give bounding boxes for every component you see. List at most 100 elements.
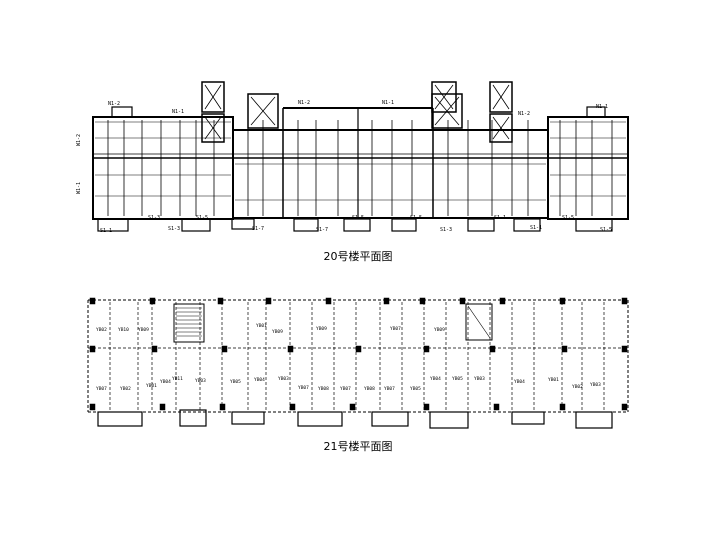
wall-label: W1-1 [76, 182, 82, 194]
room-label: YB09 [434, 327, 445, 333]
room-label: YB07 [390, 326, 401, 332]
stair-outline [173, 303, 205, 343]
plan-caption-building-21: 21号楼平面图 [323, 440, 393, 453]
window-label: S1-1 [100, 228, 112, 234]
room-label: YB05 [230, 379, 241, 385]
column [621, 297, 628, 305]
balcony-outline [391, 218, 417, 232]
room-label: YB02 [120, 386, 131, 392]
column [219, 403, 226, 411]
room-label: YB11 [172, 376, 183, 382]
plan-caption-building-20: 20号楼平面图 [323, 250, 393, 263]
room-label: YB03 [590, 382, 601, 388]
room-label: YB01 [548, 377, 559, 383]
elevator-core [201, 113, 225, 143]
balcony-outline [467, 218, 495, 232]
column [423, 345, 430, 353]
elevator-cross [434, 84, 454, 110]
window-label: S1-3 [148, 215, 160, 221]
room-label: YB04 [430, 376, 441, 382]
room-label: YB03 [195, 378, 206, 384]
room-label: YB01 [256, 323, 267, 329]
room-label: YB04 [160, 379, 171, 385]
column [423, 403, 430, 411]
room-label: YB09 [138, 327, 149, 333]
elevator-core [431, 93, 463, 129]
window-label: N1-2 [518, 111, 530, 117]
column [289, 403, 296, 411]
room-label: YB02 [96, 327, 107, 333]
balcony-outline [179, 409, 207, 427]
balcony-outline [575, 218, 613, 232]
balcony-outline [231, 218, 255, 230]
window-label: S1-5 [410, 215, 422, 221]
elevator-core [489, 81, 513, 113]
room-label: YB08 [364, 386, 375, 392]
window-label: N1-2 [298, 100, 310, 106]
elevator-cross [204, 84, 222, 110]
column [383, 297, 390, 305]
balcony-outline [181, 218, 211, 232]
room-label: YB05 [410, 386, 421, 392]
column [355, 345, 362, 353]
room-label: YB03 [474, 376, 485, 382]
window-label: S1-1 [530, 225, 542, 231]
elevator-core [247, 93, 279, 129]
window-label: S1-7 [252, 226, 264, 232]
room-label: YB01 [146, 383, 157, 389]
column [621, 403, 628, 411]
wall-label: W1-2 [76, 134, 82, 146]
window-label: S1-5 [562, 215, 574, 221]
column [493, 403, 500, 411]
column [559, 297, 566, 305]
room-label: YB04 [514, 379, 525, 385]
column [325, 297, 332, 305]
stair-outline [465, 303, 493, 341]
balcony-outline [297, 411, 343, 427]
column [419, 297, 426, 305]
room-label: YB07 [384, 386, 395, 392]
column [89, 403, 96, 411]
room-label: YB03 [278, 376, 289, 382]
elevator-cross [250, 96, 276, 126]
balcony-outline [111, 106, 133, 118]
column [499, 297, 506, 305]
column [287, 345, 294, 353]
column [561, 345, 568, 353]
room-label: YB09 [316, 326, 327, 332]
column [265, 297, 272, 305]
balcony-outline [429, 411, 469, 429]
window-label: S1-3 [168, 226, 180, 232]
room-label: YB09 [272, 329, 283, 335]
room-label: YB07 [298, 385, 309, 391]
balcony-outline [511, 411, 545, 425]
column [349, 403, 356, 411]
room-label: YB05 [452, 376, 463, 382]
room-label: YB04 [254, 377, 265, 383]
column [459, 297, 466, 305]
window-label: N1-1 [382, 100, 394, 106]
room-label: YB07 [340, 386, 351, 392]
room-label: YB10 [118, 327, 129, 333]
balcony-outline [231, 411, 265, 425]
column [159, 403, 166, 411]
column [221, 345, 228, 353]
window-label: N1-2 [108, 101, 120, 107]
room-label: YB02 [572, 384, 583, 390]
elevator-cross [492, 116, 510, 140]
column [559, 403, 566, 411]
room-label: YB08 [318, 386, 329, 392]
stair-tread [467, 305, 491, 339]
window-label: S1-5 [600, 227, 612, 233]
balcony-outline [343, 218, 371, 232]
balcony-outline [513, 218, 541, 232]
window-label: S1-5 [196, 215, 208, 221]
elevator-cross [434, 96, 460, 126]
window-label: N1-1 [596, 104, 608, 110]
column [489, 345, 496, 353]
balcony-outline [97, 411, 143, 427]
window-label: S1-1 [494, 215, 506, 221]
window-label: S1-3 [440, 227, 452, 233]
